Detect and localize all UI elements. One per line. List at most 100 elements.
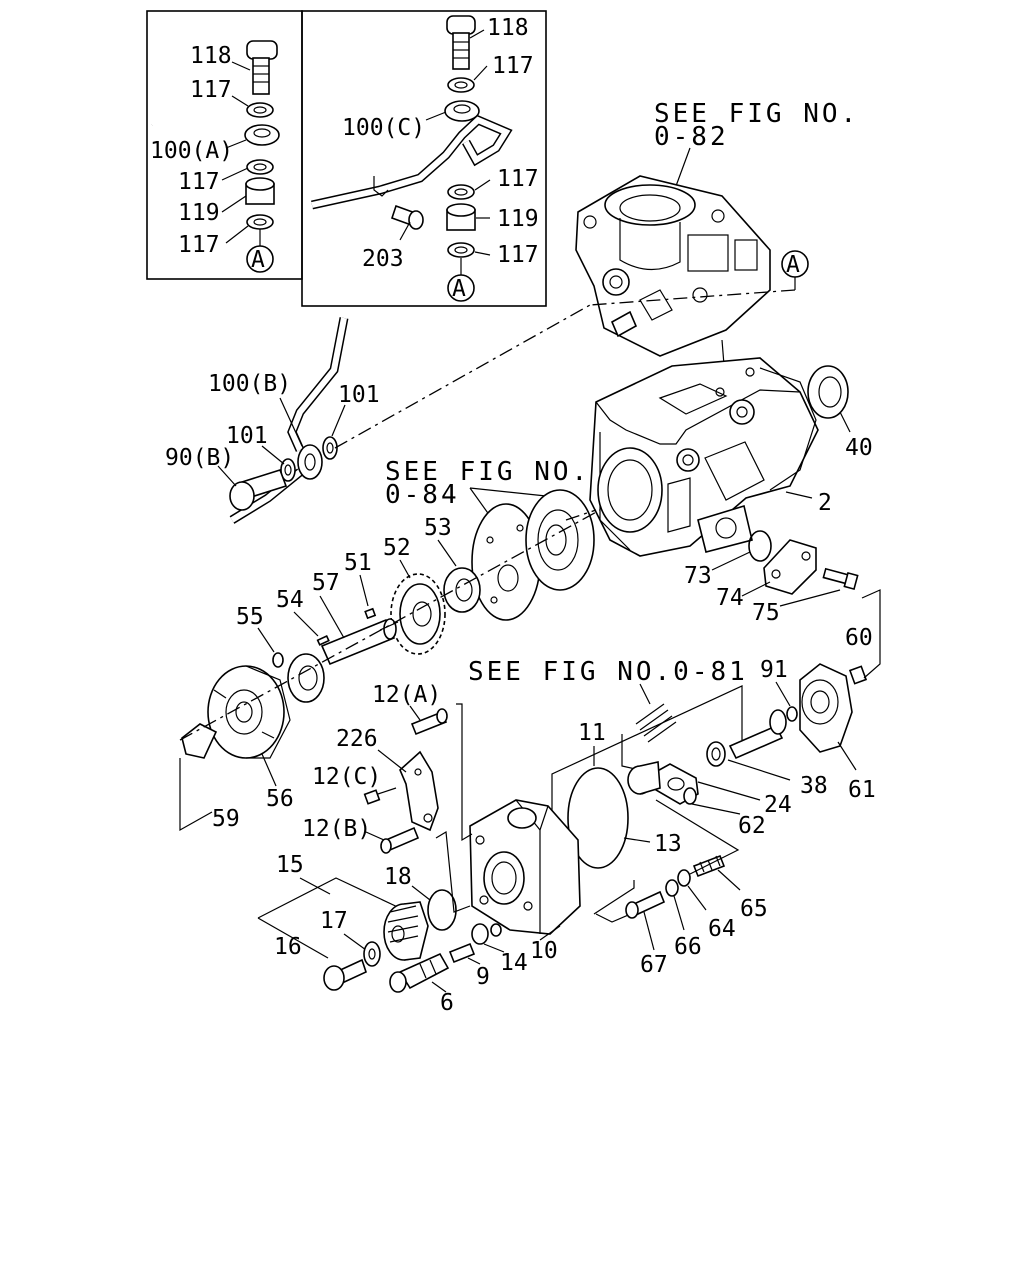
bolt-75 [822, 567, 859, 591]
leader-67 [643, 911, 655, 951]
label-101-inner: 101 [226, 423, 268, 449]
oil-seal-40 [807, 365, 849, 419]
banjo-bolt-118-inset-b [446, 15, 476, 70]
circle-a-main [589, 250, 809, 306]
valve-15 [383, 901, 429, 961]
screw-12c [363, 787, 397, 805]
washer-53 [443, 567, 481, 613]
leader-15 [299, 877, 331, 895]
leader-62 [691, 803, 741, 815]
label-2: 2 [818, 490, 832, 516]
label-6: 6 [440, 990, 454, 1016]
label-203: 203 [362, 246, 404, 272]
leader-24 [697, 781, 761, 801]
leader-51 [359, 574, 369, 607]
governor-cover-assembly [575, 175, 771, 357]
label-57: 57 [312, 570, 340, 596]
label-61: 61 [848, 777, 876, 803]
see-fig-082-line2: 0-82 [654, 122, 729, 152]
bracket-11 [551, 685, 743, 826]
o-ring-73 [748, 530, 772, 562]
circle-a-label-inset-a: A [251, 247, 265, 273]
leader-10 [539, 925, 561, 941]
label-62: 62 [738, 813, 766, 839]
bracket-59 [179, 758, 213, 832]
leaders-inset-a [221, 61, 251, 244]
circle-a-label-inset-b: A [452, 276, 466, 302]
label-65: 65 [740, 896, 768, 922]
label-90b: 90(B) [165, 445, 234, 471]
label-226: 226 [336, 726, 378, 752]
see-fig-082-line1: SEE FIG NO. [654, 99, 859, 129]
washer-117-inset-b-top [447, 77, 475, 93]
screw-9 [448, 942, 476, 964]
leader-17 [343, 933, 367, 951]
label-55: 55 [236, 604, 264, 630]
drive-flange-shaft-end [287, 653, 325, 703]
leader-fig-082 [675, 147, 691, 187]
leader-6 [431, 981, 447, 993]
label-64: 64 [708, 916, 736, 942]
cross-coupling-59 [181, 723, 218, 759]
leader-38 [727, 759, 791, 781]
centerline-pipe-to-cover [334, 304, 591, 449]
washer-91 [786, 706, 798, 722]
spacer-119-inset-b [446, 203, 476, 231]
leader-100b [279, 397, 303, 447]
leader-fig-084-b [469, 487, 547, 497]
o-ring-13 [567, 767, 629, 869]
see-fig-084-line1: SEE FIG NO. [385, 457, 590, 487]
label-59: 59 [212, 806, 240, 832]
label-117-inset-b-bottom: 117 [497, 242, 539, 268]
bolt-67 [625, 890, 666, 919]
label-100c: 100(C) [342, 115, 425, 141]
bracket-16 [257, 917, 329, 959]
bolt-90b [229, 469, 288, 511]
circle-a-label-main: A [786, 252, 800, 278]
banjo-bolt-118-inset-a [246, 40, 278, 95]
spring-fig-081 [635, 703, 677, 743]
leaders-inset-b [399, 29, 491, 256]
guide-bracket-12a [456, 703, 473, 842]
label-52: 52 [383, 535, 411, 561]
screw-60 [848, 665, 868, 685]
label-12c: 12(C) [312, 764, 381, 790]
leader-fig-081-spring [639, 683, 651, 705]
label-117-inset-b-top: 117 [492, 53, 534, 79]
label-12b: 12(B) [302, 816, 371, 842]
label-24: 24 [764, 792, 792, 818]
washer-117-inset-b-mid [447, 184, 475, 200]
pipe-100c [311, 100, 513, 210]
leader-64 [687, 885, 707, 911]
spacer-119-inset-a [245, 177, 275, 205]
leader-61 [837, 741, 857, 771]
label-16: 16 [274, 934, 302, 960]
leader-101-outer [331, 404, 346, 437]
label-73: 73 [684, 563, 712, 589]
nut-64 [677, 869, 691, 887]
label-38: 38 [800, 773, 828, 799]
washer-101-inner [280, 458, 296, 482]
leader-101-inner [261, 445, 285, 465]
end-cover-10 [469, 799, 581, 935]
gear-52 [390, 573, 446, 655]
label-51: 51 [344, 550, 372, 576]
leader-2 [785, 491, 813, 499]
label-75: 75 [752, 600, 780, 626]
leader-54 [293, 611, 319, 637]
connector-6 [389, 952, 450, 993]
bolt-12a [410, 708, 448, 736]
leader-65 [717, 869, 741, 891]
label-54: 54 [276, 587, 304, 613]
bracket-15 [257, 877, 405, 919]
guide-bracket-226 [435, 830, 471, 913]
label-11: 11 [578, 720, 606, 746]
see-fig-081: SEE FIG NO.0-81 [468, 657, 748, 687]
label-100a: 100(A) [150, 138, 233, 164]
label-9: 9 [476, 964, 490, 990]
bolt-203 [390, 204, 424, 230]
leader-75 [779, 589, 841, 607]
leader-40 [839, 411, 851, 433]
label-119-inset-a: 119 [178, 200, 220, 226]
